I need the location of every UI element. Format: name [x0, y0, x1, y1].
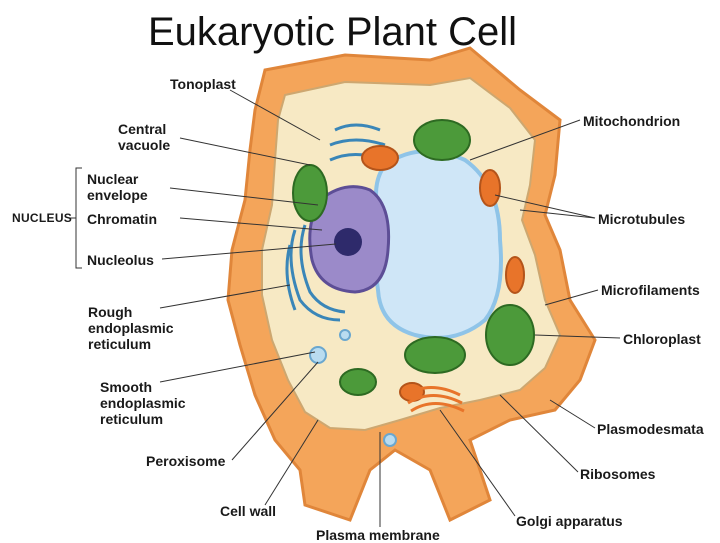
- chloroplast-shape-2: [292, 164, 328, 222]
- vesicle-shape: [383, 433, 397, 447]
- chloroplast-shape-4: [404, 336, 466, 374]
- label-rough-er: Rough endoplasmic reticulum: [88, 304, 174, 352]
- label-central-vacuole: Central vacuole: [118, 121, 171, 153]
- nucleus-bracket: [70, 167, 82, 269]
- golgi-shape: [404, 386, 465, 413]
- label-chromatin: Chromatin: [87, 211, 157, 227]
- label-smooth-er: Smooth endoplasmic reticulum: [100, 379, 186, 427]
- diagram-title: Eukaryotic Plant Cell: [148, 10, 518, 54]
- chloroplast-shape-3: [485, 304, 535, 366]
- vesicle-shape: [339, 329, 351, 341]
- chloroplast-shape-5: [339, 368, 377, 396]
- leader-lines: [159, 89, 621, 527]
- nucleus-group-label: NUCLEUS: [12, 211, 73, 225]
- label-golgi-apparatus: Golgi apparatus: [516, 513, 623, 529]
- label-chloroplast: Chloroplast: [623, 331, 701, 347]
- peroxisome-shape: [309, 346, 327, 364]
- label-peroxisome: Peroxisome: [146, 453, 226, 469]
- label-nuclear-envelope: Nuclear envelope: [87, 171, 148, 203]
- chloroplast-shape-1: [413, 119, 471, 161]
- label-microfilaments: Microfilaments: [601, 282, 700, 298]
- label-plasmodesmata: Plasmodesmata: [597, 421, 704, 437]
- label-plasma-membrane: Plasma membrane: [316, 527, 440, 543]
- label-ribosomes: Ribosomes: [580, 466, 656, 482]
- label-microtubules: Microtubules: [598, 211, 686, 227]
- label-cell-wall: Cell wall: [220, 503, 277, 519]
- mitochondrion-shape-1: [361, 145, 399, 171]
- label-tonoplast: Tonoplast: [170, 76, 236, 92]
- label-mitochondrion: Mitochondrion: [583, 113, 681, 129]
- mitochondrion-shape-2: [479, 169, 501, 207]
- label-nucleolus: Nucleolus: [87, 252, 154, 268]
- nucleolus-shape: [334, 228, 362, 256]
- mitochondrion-shape-3: [505, 256, 525, 294]
